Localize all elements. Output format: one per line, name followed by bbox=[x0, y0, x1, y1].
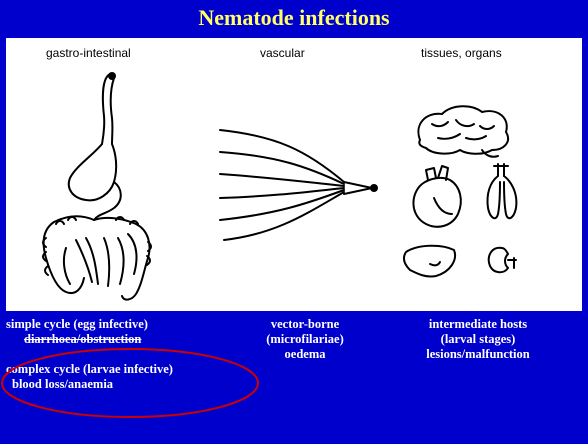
complex-cycle-text: complex cycle (larvae infective) bbox=[6, 362, 246, 377]
vector-borne-effect: oedema bbox=[230, 347, 380, 362]
diagram-drawings bbox=[6, 38, 582, 311]
caption-complex-cycle: complex cycle (larvae infective) blood l… bbox=[6, 362, 246, 392]
slide-title: Nematode infections bbox=[0, 0, 588, 36]
diagram-panel: gastro-intestinal vascular tissues, orga… bbox=[6, 38, 582, 311]
caption-intermediate-hosts: intermediate hosts (larval stages) lesio… bbox=[388, 317, 568, 362]
kidney-drawing bbox=[489, 248, 516, 273]
gi-tract-drawing bbox=[43, 73, 151, 300]
caption-simple-cycle: simple cycle (egg infective) diarrhoea/o… bbox=[6, 317, 226, 347]
brain-drawing bbox=[418, 106, 508, 157]
intermediate-hosts-text: intermediate hosts bbox=[388, 317, 568, 332]
vector-borne-stage: (microfilariae) bbox=[230, 332, 380, 347]
complex-cycle-effect: blood loss/anaemia bbox=[6, 377, 246, 392]
heart-drawing bbox=[413, 166, 460, 227]
simple-cycle-text: simple cycle (egg infective) bbox=[6, 317, 226, 332]
intermediate-hosts-effect: lesions/malfunction bbox=[388, 347, 568, 362]
vascular-drawing bbox=[220, 130, 377, 240]
intermediate-hosts-stage: (larval stages) bbox=[388, 332, 568, 347]
vector-borne-text: vector-borne bbox=[230, 317, 380, 332]
lungs-drawing bbox=[487, 164, 516, 218]
caption-vector-borne: vector-borne (microfilariae) oedema bbox=[230, 317, 380, 362]
liver-drawing bbox=[404, 246, 455, 277]
simple-cycle-effect: diarrhoea/obstruction bbox=[6, 332, 226, 347]
